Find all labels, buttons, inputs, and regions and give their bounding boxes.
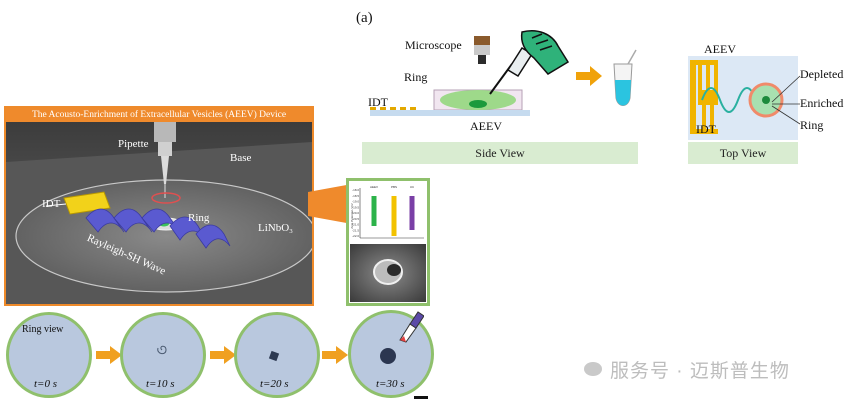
frame-time-0: t=0 s (34, 378, 58, 390)
ring-view-label: Ring view (22, 324, 64, 335)
tem-image (350, 244, 426, 302)
device-panel: The Acousto-Enrichment of Extracellular … (4, 106, 314, 306)
top-idt-label: IDT (696, 122, 716, 136)
side-idt-label: IDT (368, 95, 388, 109)
device-connector (308, 184, 352, 224)
arrow-right-icon (576, 66, 602, 86)
pipette-label: Pipette (118, 138, 149, 150)
zeta-tick-label: -19.0 (352, 200, 359, 204)
zeta-bar (371, 196, 377, 226)
side-view-caption: Side View (362, 142, 638, 164)
depleted-label: Depleted (800, 67, 844, 81)
watermark-logo (584, 362, 602, 376)
microscope-label: Microscope (405, 38, 462, 52)
zeta-tick-label: -20.0 (352, 211, 359, 215)
scale-bar (414, 396, 428, 399)
microscope-icon (474, 36, 490, 64)
base-label: Base (230, 152, 252, 164)
side-ring-label: Ring (404, 70, 428, 84)
top-view-diagram (688, 56, 798, 140)
pipette-icon (154, 122, 176, 198)
device-ring-label: Ring (188, 212, 210, 224)
zeta-category-label: UC (410, 185, 415, 189)
zeta-ylabel: Zeta Potential / mV (350, 203, 354, 229)
frame-time-3: t=30 s (376, 378, 405, 390)
top-aeev-label: AEEV (704, 42, 736, 56)
zeta-tick-label: -21.5 (352, 228, 359, 232)
frame-time-1: t=10 s (146, 378, 175, 390)
top-view-caption: Top View (688, 142, 798, 164)
device-title: The Acousto-Enrichment of Extracellular … (6, 108, 312, 122)
timeline-arrow-icon (96, 346, 122, 369)
side-aeev-label: AEEV (470, 119, 502, 133)
pipette-tip-icon (399, 311, 424, 343)
zeta-tick-label: -18.0 (352, 188, 359, 192)
zeta-chart: -18.0 -18.5 -19.0-19.5 -20.0 -20.5 -21.0-21.5… (350, 182, 426, 242)
sample-tube-icon (613, 49, 637, 106)
enriched-label: Enriched (800, 96, 844, 110)
enriched-dot (380, 348, 396, 364)
zeta-category-label: PBS (391, 185, 397, 189)
device-idt-label: IDT (42, 198, 61, 210)
top-view-leader-lines (771, 75, 801, 125)
frame-time-2: t=20 s (260, 378, 289, 390)
zeta-tick-label: -21.0 (352, 223, 359, 227)
watermark-text: 服务号 · 迈斯普生物 (610, 361, 790, 382)
zeta-bar (409, 196, 415, 230)
substrate-label: LiNbO₃ (258, 222, 293, 234)
vortex-mark (157, 345, 167, 355)
pipette-hand-icon (489, 30, 570, 95)
frame-circle-0 (6, 312, 92, 398)
zeta-tick-label: -20.5 (352, 217, 359, 221)
frame-circle-1 (120, 312, 206, 398)
zeta-category-label: AEEV (370, 185, 378, 189)
timeline-arrow-icon (210, 346, 236, 369)
timeline-arrow-icon (322, 346, 348, 369)
panel-label: (a) (356, 10, 373, 26)
zeta-tick-label: -18.5 (352, 194, 359, 198)
device-illustration (6, 122, 312, 304)
zeta-bar (391, 196, 397, 236)
side-view-diagram (370, 30, 637, 116)
zeta-tick-label: -19.5 (352, 205, 359, 209)
zeta-tick-label: -22.0 (352, 234, 359, 238)
top-ring-label: Ring (800, 118, 824, 132)
